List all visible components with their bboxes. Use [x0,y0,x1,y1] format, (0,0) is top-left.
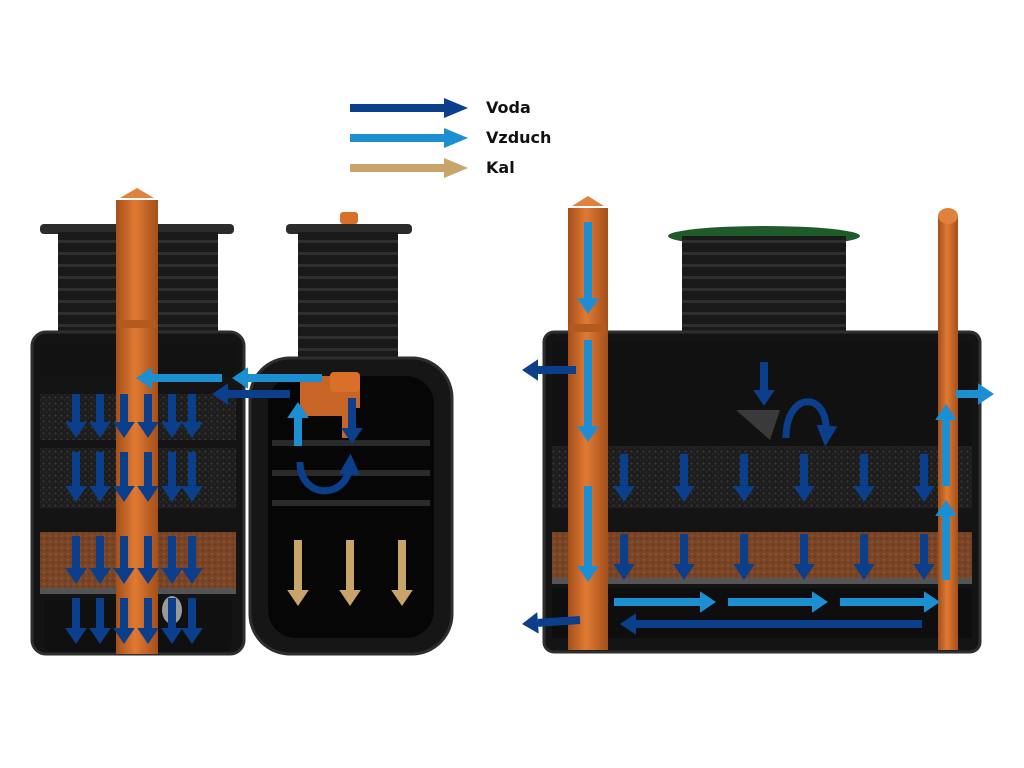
flow-arrow-52 [614,591,716,613]
flow-arrow-11 [181,452,203,502]
flow-arrow-47 [793,534,815,580]
flow-arrow-51 [913,534,935,580]
flow-arrow-6 [65,452,87,502]
flow-arrow-34 [577,340,599,442]
flow-arrow-41 [613,534,635,580]
flow-arrow-23 [181,598,203,644]
left-tank-assembly [30,188,454,656]
flow-arrow-31 [339,540,361,606]
flow-arrow-19 [89,598,111,644]
flow-arrow-57 [935,404,957,486]
flow-arrow-33 [577,222,599,314]
flow-arrow-45 [733,534,755,580]
flow-arrow-32 [391,540,413,606]
flow-arrow-28 [287,402,309,446]
flow-arrow-49 [853,534,875,580]
flow-arrow-48 [853,454,875,502]
flow-arrow-5 [181,394,203,438]
flow-arrow-21 [137,598,159,644]
flow-arrow-27 [341,398,363,444]
filter-tank-right [542,330,982,654]
flow-arrow-50 [913,454,935,502]
flow-arrow-43 [673,534,695,580]
flow-arrow-38 [753,362,775,406]
flow-arrow-39 [782,398,838,447]
legend-item-water: Voda [350,96,610,120]
flow-arrow-56 [935,500,957,580]
right-riser [668,226,860,336]
flow-arrow-18 [65,598,87,644]
flow-arrow-44 [733,454,755,502]
flow-arrow-15 [137,536,159,584]
flow-arrow-42 [673,454,695,502]
flow-arrow-8 [113,452,135,502]
right-tank-assembly [542,196,982,654]
legend-item-sludge: Kal [350,156,610,180]
legend-item-air: Vzduch [350,126,610,150]
flow-arrow-58 [956,383,994,405]
flow-arrow-53 [728,591,828,613]
flow-arrow-10 [161,452,183,502]
flow-arrow-1 [89,394,111,438]
legend-label-water: Voda [486,98,531,117]
flow-arrow-25 [136,367,222,389]
flow-arrow-16 [161,536,183,584]
flow-arrow-36 [522,359,576,381]
flow-arrow-4 [161,394,183,438]
flow-arrow-22 [161,598,183,644]
legend-label-air: Vzduch [486,128,552,147]
flow-arrow-37 [522,612,581,634]
legend: Voda Vzduch Kal [350,96,610,186]
flow-arrow-7 [89,452,111,502]
air-arrow-icon [350,128,468,148]
flow-arrow-30 [287,540,309,606]
legend-label-sludge: Kal [486,158,515,177]
flow-arrow-46 [793,454,815,502]
flow-arrow-14 [113,536,135,584]
flow-arrow-2 [113,394,135,438]
flow-arrow-0 [65,394,87,438]
flow-arrow-55 [620,613,922,635]
flow-arrow-29 [296,453,360,495]
flow-arrow-26 [212,383,290,405]
flow-arrow-13 [89,536,111,584]
flow-arrow-40 [613,454,635,502]
flow-arrows [65,222,994,644]
flow-arrow-17 [181,536,203,584]
flow-arrow-24 [232,367,322,389]
flow-arrow-54 [840,591,940,613]
flow-arrow-12 [65,536,87,584]
sludge-arrow-icon [350,158,468,178]
water-arrow-icon [350,98,468,118]
flow-arrow-35 [577,486,599,582]
flow-arrow-20 [113,598,135,644]
flow-arrow-9 [137,452,159,502]
flow-arrow-3 [137,394,159,438]
middle-riser [286,212,412,362]
